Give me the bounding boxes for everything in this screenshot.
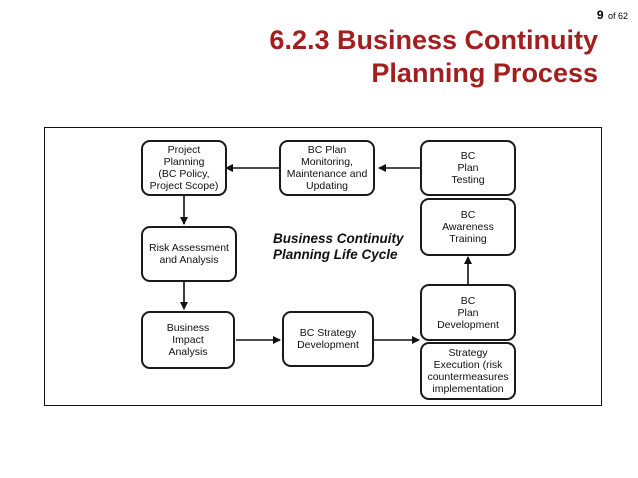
page-number: 9 of 62 — [597, 6, 628, 24]
life-cycle-diagram: Project Planning (BC Policy, Project Sco… — [44, 127, 602, 406]
life-cycle-label: Business Continuity Planning Life Cycle — [273, 231, 404, 262]
slide-title-line1: 6.2.3 Business Continuity — [269, 25, 598, 55]
node-project-planning-label: Project Planning (BC Policy, Project Sco… — [149, 144, 219, 192]
node-risk-assessment-label: Risk Assessment and Analysis — [149, 242, 229, 266]
slide-title: 6.2.3 Business Continuity Planning Proce… — [200, 24, 598, 90]
node-project-planning: Project Planning (BC Policy, Project Sco… — [141, 140, 227, 196]
node-risk-assessment: Risk Assessment and Analysis — [141, 226, 237, 282]
node-awareness-training: BC Awareness Training — [420, 198, 516, 256]
node-business-impact-label: Business Impact Analysis — [166, 322, 210, 358]
node-strategy-execution-label: Strategy Execution (risk countermeasures… — [427, 347, 509, 395]
slide-title-line2: Planning Process — [371, 58, 598, 88]
node-plan-development: BC Plan Development — [420, 284, 516, 341]
node-plan-development-label: BC Plan Development — [437, 294, 499, 331]
page-current: 9 — [596, 8, 604, 22]
node-plan-testing-label: BC Plan Testing — [451, 150, 485, 186]
diagram-arrows — [180, 164, 472, 344]
node-plan-monitoring: BC Plan Monitoring, Maintenance and Upda… — [279, 140, 375, 196]
node-business-impact: Business Impact Analysis — [141, 311, 235, 369]
node-strategy-development-label: BC Strategy Development — [297, 327, 359, 351]
node-plan-monitoring-label: BC Plan Monitoring, Maintenance and Upda… — [286, 144, 368, 192]
node-strategy-development: BC Strategy Development — [282, 311, 374, 367]
node-awareness-training-label: BC Awareness Training — [442, 209, 494, 245]
node-plan-testing: BC Plan Testing — [420, 140, 516, 196]
page-total: of 62 — [607, 11, 628, 21]
node-strategy-execution: Strategy Execution (risk countermeasures… — [420, 342, 516, 400]
